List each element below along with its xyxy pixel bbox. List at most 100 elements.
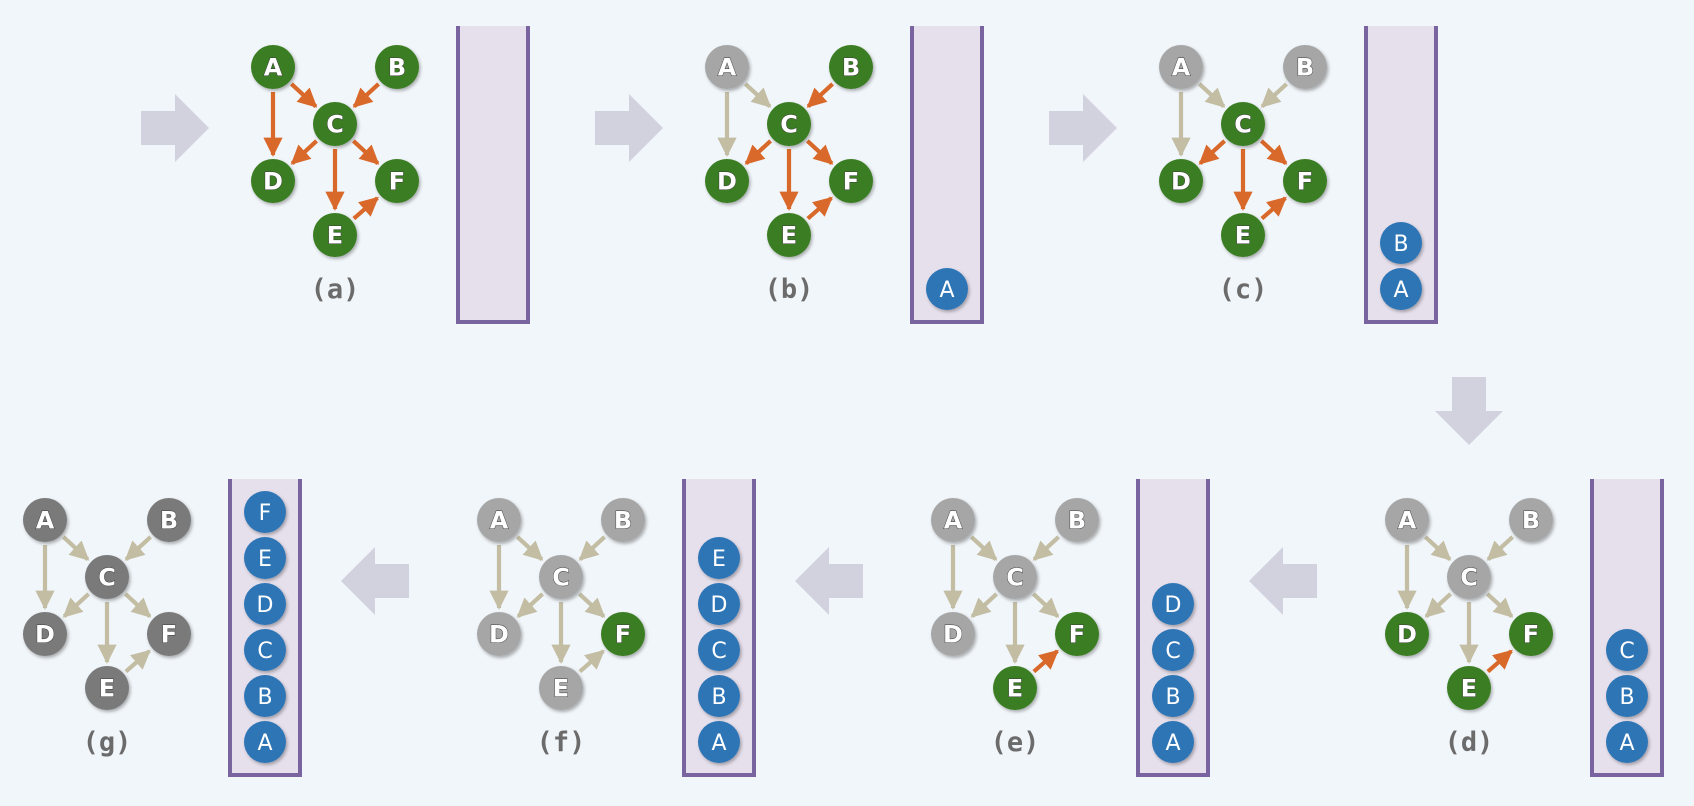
- stack-outline: [910, 26, 984, 324]
- stack-item-label: A: [1619, 731, 1634, 756]
- node-label: A: [1172, 54, 1191, 82]
- node-label: B: [1068, 507, 1086, 535]
- node-e: E: [993, 666, 1037, 710]
- node-label: A: [490, 507, 509, 535]
- node-label: F: [389, 168, 405, 196]
- edge-a-c: [61, 535, 90, 561]
- edge-c-d: [516, 592, 545, 618]
- node-d: D: [251, 159, 295, 203]
- stack-item: B: [1380, 222, 1422, 264]
- stack-item-label: A: [711, 731, 726, 756]
- node-b: B: [1055, 498, 1099, 542]
- node-label: B: [160, 507, 178, 535]
- stack-item-label: B: [1393, 232, 1408, 257]
- edge-e-f: [352, 196, 379, 221]
- edge-a-c: [1197, 82, 1226, 108]
- node-f: F: [829, 159, 873, 203]
- edge-c-f: [805, 139, 834, 165]
- node-a: A: [705, 45, 749, 89]
- stack-item-label: A: [939, 278, 954, 303]
- stack-item-label: D: [711, 593, 728, 618]
- stack-outline: [228, 479, 302, 777]
- stack-container: A: [910, 26, 984, 324]
- node-label: F: [843, 168, 859, 196]
- node-b: B: [829, 45, 873, 89]
- node-c: C: [85, 555, 129, 599]
- node-e: E: [1221, 213, 1265, 257]
- node-label: D: [1397, 621, 1417, 649]
- node-label: C: [1460, 564, 1478, 592]
- node-label: B: [842, 54, 860, 82]
- edge-c-f: [351, 139, 380, 165]
- arrow-right-icon: [141, 94, 209, 162]
- arrow-left-icon: [1249, 547, 1317, 615]
- edge-a-c: [1423, 535, 1452, 561]
- arrow-left-icon: [795, 547, 863, 615]
- node-label: D: [35, 621, 55, 649]
- stack-outline: [456, 26, 530, 324]
- node-label: C: [326, 111, 344, 139]
- node-label: D: [263, 168, 283, 196]
- node-d: D: [1385, 612, 1429, 656]
- edge-c-f: [1031, 592, 1060, 618]
- edge-e-f: [1032, 649, 1059, 674]
- stack-outline: [1364, 26, 1438, 324]
- edge-b-c: [806, 82, 835, 108]
- stack-item-label: C: [711, 639, 726, 664]
- stack-item-label: B: [1619, 685, 1634, 710]
- panel-caption: (a): [311, 274, 360, 305]
- node-label: E: [99, 675, 115, 703]
- stack-item-label: E: [258, 547, 272, 572]
- node-label: C: [780, 111, 798, 139]
- node-c: C: [539, 555, 583, 599]
- edge-e-f: [578, 649, 605, 674]
- stack-container: ABC: [1590, 479, 1664, 777]
- edge-b-c: [1260, 82, 1289, 108]
- node-b: B: [147, 498, 191, 542]
- stack-item-label: A: [1165, 731, 1180, 756]
- stack-outline: [1136, 479, 1210, 777]
- edge-b-c: [1032, 535, 1061, 561]
- node-label: D: [943, 621, 963, 649]
- edge-c-f: [1485, 592, 1514, 618]
- edge-e-f: [806, 196, 833, 221]
- stack-item: A: [926, 268, 968, 310]
- node-e: E: [313, 213, 357, 257]
- stack-item: C: [698, 629, 740, 671]
- node-f: F: [1283, 159, 1327, 203]
- panel-caption: (e): [991, 727, 1040, 758]
- node-f: F: [601, 612, 645, 656]
- node-label: F: [1297, 168, 1313, 196]
- stack-item: A: [698, 721, 740, 763]
- node-label: D: [489, 621, 509, 649]
- node-a: A: [1385, 498, 1429, 542]
- node-c: C: [993, 555, 1037, 599]
- edge-a-c: [743, 82, 772, 108]
- edge-b-c: [124, 535, 153, 561]
- node-a: A: [251, 45, 295, 89]
- stack-item-label: A: [257, 731, 272, 756]
- node-label: A: [36, 507, 55, 535]
- stack-item-label: B: [257, 685, 272, 710]
- node-f: F: [375, 159, 419, 203]
- node-label: C: [1006, 564, 1024, 592]
- node-label: F: [1069, 621, 1085, 649]
- stack-item: A: [1380, 268, 1422, 310]
- stack-item: D: [1152, 583, 1194, 625]
- stack-body: [458, 26, 528, 322]
- flow-arrows: [141, 94, 1503, 615]
- stack-item: C: [1606, 629, 1648, 671]
